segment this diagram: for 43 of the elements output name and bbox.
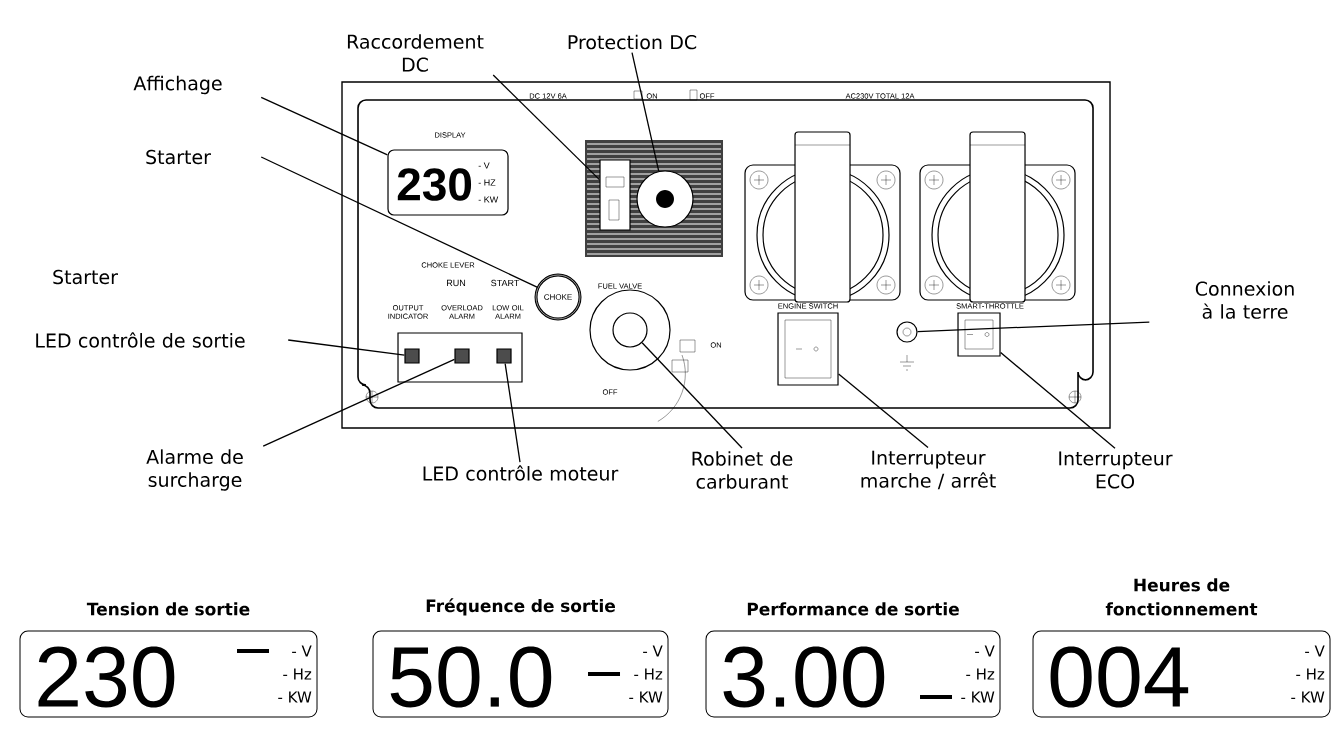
fuel-valve-knob <box>612 312 648 348</box>
callout-label: Raccordement DC <box>347 34 484 72</box>
leader-line <box>260 96 389 156</box>
lcd-panel: Fréquence de sortie 50.0 - V - Hz - KW <box>372 598 669 718</box>
leader-line <box>631 51 660 172</box>
callout-label: Connexion à la terre <box>1195 281 1294 319</box>
lcd-panel: Heures de fonctionnement 004 - V - Hz - KW <box>1032 578 1331 718</box>
led-light <box>454 348 470 364</box>
callout-label: Alarme de surcharge <box>146 449 243 491</box>
callout-label: Affichage <box>133 75 222 95</box>
callout-label: Interrupteur marche / arrêt <box>861 450 996 490</box>
panel-marking: RUN <box>447 279 466 287</box>
rocker-switch <box>957 312 1001 357</box>
node-label: Tension de sortie <box>86 602 250 616</box>
label-text: Starter <box>53 269 118 285</box>
led-light <box>404 348 420 364</box>
node-label: Heures de fonctionnement <box>1105 578 1258 616</box>
rocker-switch <box>777 312 839 386</box>
callout-label: Robinet de carburant <box>692 451 793 489</box>
lcd-panel: Tension de sortie 230 - V - Hz - KW <box>19 602 318 718</box>
leader-line <box>837 373 929 449</box>
leader-line <box>916 321 1150 333</box>
callout-label: Protection DC <box>568 34 697 50</box>
callout-label: LED contrôle de sortie <box>36 332 245 348</box>
callout-label: Interrupteur ECO <box>1059 451 1173 489</box>
breaker-button <box>636 170 694 228</box>
callout-label: Starter <box>146 149 211 165</box>
leader-line <box>504 362 521 463</box>
lcd-panel: Performance de sortie 3.00 - V - Hz - KW <box>705 602 1001 718</box>
dc-socket <box>599 159 631 231</box>
leader-line <box>641 342 743 449</box>
callout-label: LED contrôle moteur <box>423 465 619 481</box>
node-label: Performance de sortie <box>747 602 959 616</box>
leader-line <box>262 358 456 447</box>
leader-line <box>999 351 1116 449</box>
panel-marking: START <box>491 279 520 287</box>
node-label: Fréquence de sortie <box>426 598 615 616</box>
ground-terminal <box>896 321 918 343</box>
leader-line <box>287 339 406 356</box>
choke-knob: CHOKE <box>534 273 582 321</box>
leader-line <box>492 74 601 181</box>
led-light <box>496 348 512 364</box>
leader-line <box>260 156 539 288</box>
